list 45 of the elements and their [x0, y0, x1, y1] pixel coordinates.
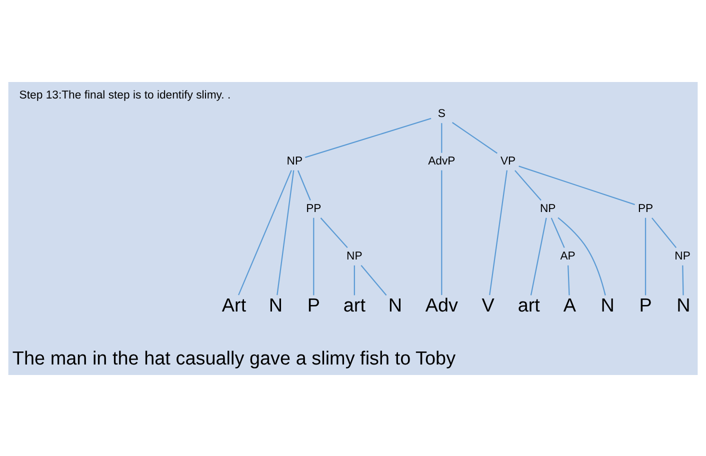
node-text: NP: [540, 202, 556, 214]
node-text: art: [518, 294, 540, 316]
connector: [652, 217, 677, 248]
node-text: VP: [500, 155, 516, 168]
connector: [558, 216, 606, 295]
connector: [441, 122, 442, 152]
node-text: PP: [306, 202, 322, 214]
connector: [305, 117, 432, 158]
connector: [514, 170, 542, 200]
node-text: PP: [638, 202, 654, 214]
connector: [682, 264, 684, 295]
connector: [530, 217, 547, 295]
diagram-title: Step 13:The final step is to identify slimy. .: [19, 89, 231, 102]
connector: [360, 264, 387, 296]
node-text: N: [268, 294, 283, 316]
connector: [518, 165, 635, 205]
connector: [489, 170, 508, 295]
connector: [550, 217, 565, 248]
connector: [354, 264, 355, 295]
connector: [644, 217, 646, 295]
node-text: N: [388, 294, 402, 316]
node-text: N: [600, 294, 614, 316]
node-text: V: [482, 294, 494, 316]
node-text: P: [639, 294, 652, 316]
connector: [313, 217, 314, 295]
node-text: NP: [286, 155, 303, 168]
node-text: P: [307, 294, 320, 316]
node-text: AdvP: [428, 155, 456, 168]
node-text: N: [676, 294, 690, 316]
connector: [568, 264, 570, 295]
connector: [320, 217, 348, 248]
connector: [238, 170, 292, 295]
node-text: A: [563, 294, 576, 316]
node-text: AP: [560, 250, 576, 262]
label: The man in the hat casually gave a slimy fish to Toby: [12, 348, 456, 370]
node-text: NP: [346, 250, 362, 262]
node-text: Art: [222, 294, 246, 316]
connector: [441, 170, 442, 295]
node-text: S: [438, 108, 446, 120]
connector: [452, 122, 498, 154]
node-text: Adv: [425, 294, 458, 316]
connector: [297, 170, 311, 200]
node-text: NP: [674, 250, 690, 262]
node-text: art: [343, 294, 366, 316]
connector: [276, 170, 294, 295]
